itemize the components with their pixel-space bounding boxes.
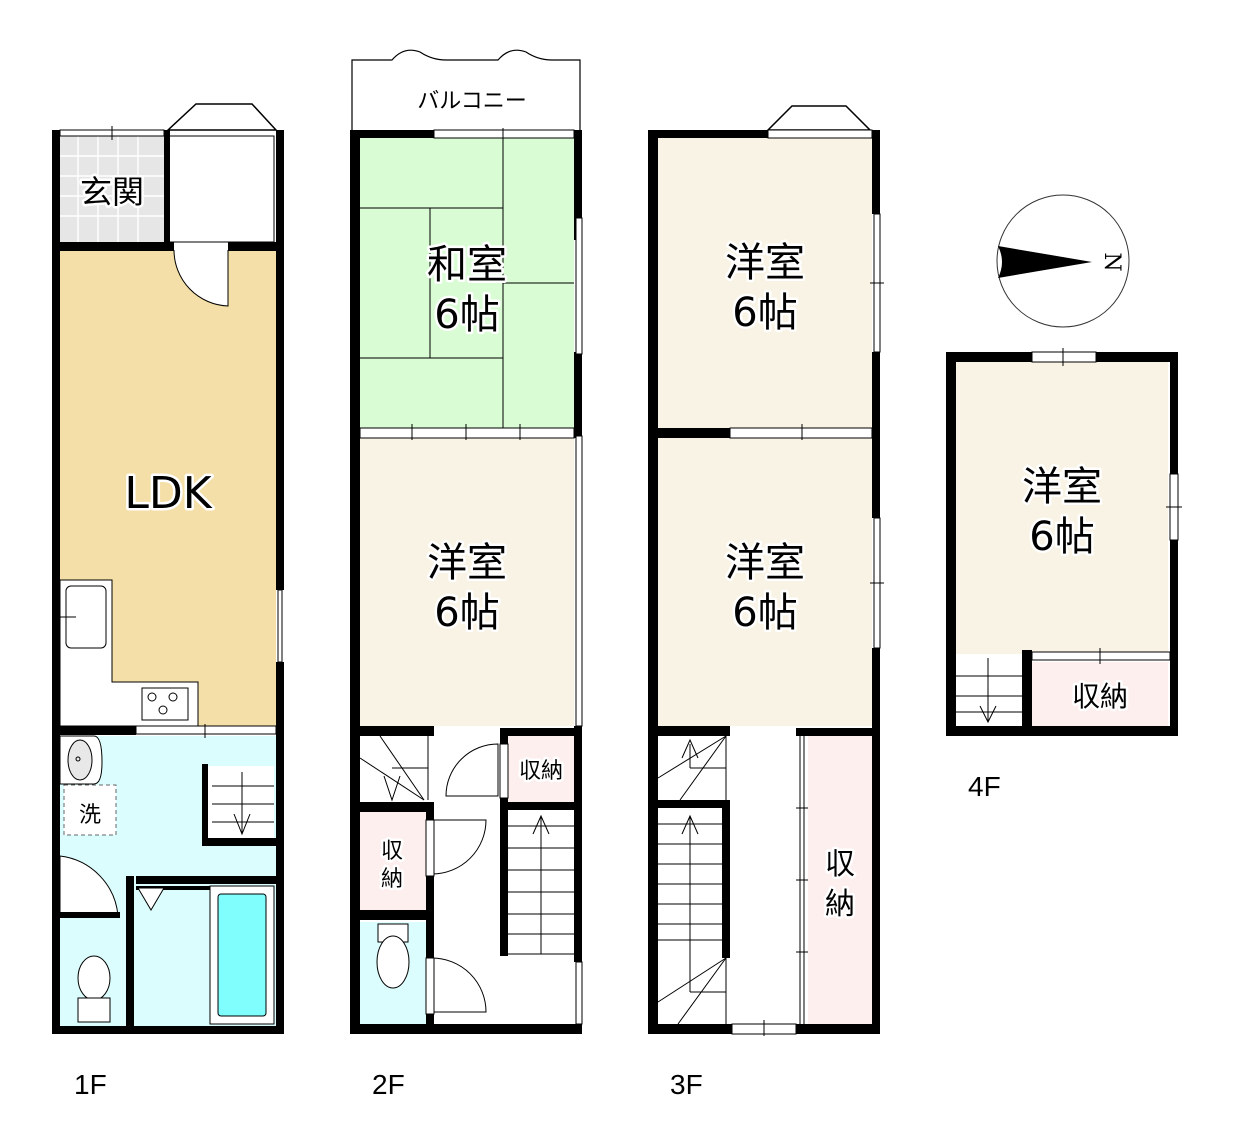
floor-3f: 洋室 6帖 洋室 6帖 収 納 xyxy=(648,105,884,1036)
balcony-label: バルコニー xyxy=(417,89,527,114)
toilet-icon xyxy=(77,955,111,1001)
floor-label-4f: 4F xyxy=(968,771,1001,802)
room-label-entrance: 玄関 xyxy=(80,173,144,211)
room-label-washer: 洗 xyxy=(79,803,101,828)
stairs-up-arrow-icon xyxy=(681,738,699,759)
room-label-western-room-3f-b: 洋室 xyxy=(725,540,805,586)
toilet-icon xyxy=(376,935,410,989)
room-label-storage-3f-1: 収 xyxy=(825,847,855,882)
room-label-storage-4f: 収納 xyxy=(1072,680,1128,713)
room-size-western-room-4f: 6帖 xyxy=(1029,514,1094,560)
room-size-western-room-3f-a: 6帖 xyxy=(732,290,797,336)
compass-north-label: N xyxy=(1099,252,1124,271)
floor-label-3f: 3F xyxy=(670,1069,703,1100)
room-label-western-room-4f: 洋室 xyxy=(1022,464,1102,510)
stairs-up-arrow-icon xyxy=(532,814,550,835)
door-swing xyxy=(173,249,229,307)
bay-window xyxy=(766,105,872,131)
walls-1f xyxy=(52,130,284,1034)
floor-2f: バルコニー xyxy=(350,49,583,1034)
room-label-storage-2f-b2: 納 xyxy=(381,867,403,892)
stove-icon xyxy=(141,687,189,721)
stairs-down-arrow-icon xyxy=(233,813,251,836)
bay-window xyxy=(166,103,278,131)
floor-4f: 洋室 6帖 収納 xyxy=(946,348,1182,736)
room-size-western-room-3f-b: 6帖 xyxy=(732,590,797,636)
western-room-floor xyxy=(658,438,872,726)
room-label-storage-3f-2: 納 xyxy=(825,887,855,922)
north-arrow-icon: N xyxy=(996,194,1130,328)
walls-4f xyxy=(946,352,1178,736)
walls-3f xyxy=(648,130,880,1034)
storage-floor xyxy=(808,736,872,1024)
western-room-floor xyxy=(658,138,872,428)
room-label-ldk: LDK xyxy=(124,468,212,519)
stairs-down-arrow-icon xyxy=(979,705,997,724)
western-room-floor xyxy=(360,438,574,726)
walls-2f xyxy=(350,130,582,1034)
floor-1f: 玄関 LDK 洗 xyxy=(52,103,284,1034)
floor-label-2f: 2F xyxy=(372,1069,405,1100)
balcony xyxy=(351,49,581,130)
washer-space xyxy=(63,784,117,836)
bathtub-icon xyxy=(217,893,267,1017)
western-room-floor xyxy=(956,362,1168,654)
stairs-up-arrow-icon xyxy=(681,814,699,835)
room-label-japanese-room: 和室 xyxy=(427,242,507,288)
room-size-western-room-2f: 6帖 xyxy=(434,590,499,636)
room-label-western-room-2f: 洋室 xyxy=(427,540,507,586)
room-label-storage-2f-b1: 収 xyxy=(381,839,403,864)
floor-label-1f: 1F xyxy=(74,1069,107,1100)
storage-floor xyxy=(1032,662,1168,726)
storage-floor xyxy=(360,812,426,910)
room-label-western-room-3f-a: 洋室 xyxy=(725,240,805,286)
entrance-floor xyxy=(58,136,164,242)
room-size-japanese-room: 6帖 xyxy=(434,292,499,338)
room-label-storage-2f: 収納 xyxy=(519,759,563,784)
storage-floor xyxy=(508,736,574,802)
